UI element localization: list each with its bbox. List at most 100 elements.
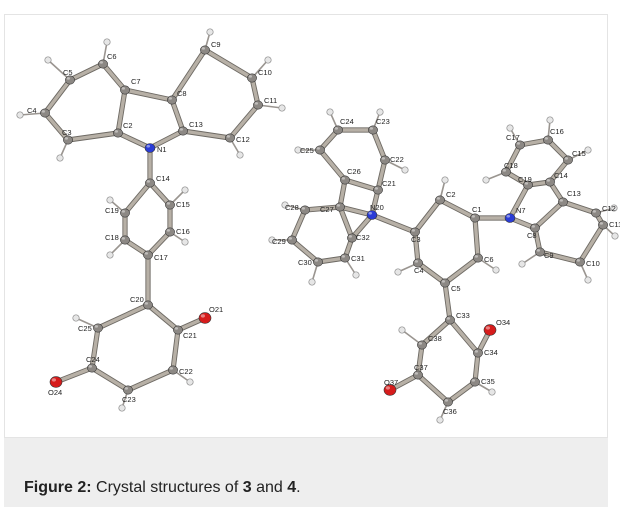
m4-hydrogen-atom (281, 201, 289, 209)
molecule-3: C5C6C7C4C3C2N1C8C9C10C11C12C13C14C15C16C… (16, 28, 286, 412)
m4-atom-label: C35 (481, 377, 495, 386)
m4-atom-label: C18 (504, 161, 518, 170)
m3-atom-c6 (98, 59, 108, 69)
m3-bond (250, 76, 260, 107)
m4-bond (416, 373, 450, 404)
m3-atom-highlight (124, 387, 128, 390)
m3-bond (43, 111, 70, 142)
m4-atom-c24 (333, 125, 343, 135)
m3-atom-highlight (254, 102, 258, 105)
m4-atom-highlight (441, 280, 446, 283)
m3-atom-highlight (179, 128, 183, 131)
m3-h-bond (47, 59, 71, 81)
m3-atom-c4 (40, 108, 50, 118)
m3-atom-highlight (168, 97, 172, 100)
m4-atom-c29 (287, 235, 297, 245)
m4-atom-highlight (502, 169, 507, 172)
m3-bond (66, 131, 120, 142)
m3-hydrogen-atom (44, 56, 52, 64)
m3-atom-c10 (247, 73, 257, 83)
m3-atom-highlight (121, 237, 125, 240)
m3-hydrogen-atom (206, 28, 214, 36)
m3-atom-highlight (169, 367, 173, 370)
m4-bond (504, 143, 522, 174)
m3-bond (90, 326, 100, 370)
caption-text-3: . (296, 479, 301, 496)
m4-hydrogen-atom (584, 146, 592, 154)
m4-atom-c23 (368, 125, 378, 135)
m4-atom-label: C15 (572, 149, 586, 158)
m4-hydrogen-atom (308, 278, 316, 286)
m3-hydrogen-atom (106, 251, 114, 259)
m4-atom-highlight (288, 237, 293, 240)
m4-atom-c11 (598, 220, 608, 230)
m3-atom-c24 (87, 363, 97, 373)
m3-hydrogen-atom (186, 378, 194, 386)
m4-hydrogen-atom (294, 146, 302, 154)
m3-atom-highlight (64, 137, 68, 140)
m4-atom-c16 (543, 135, 553, 145)
m4-atom-highlight (546, 179, 550, 182)
m3-hydrogen-atom (278, 104, 286, 112)
m3-atom-highlight (166, 202, 170, 205)
m4-atom-highlight (336, 204, 341, 207)
m3-atom-label: C14 (156, 174, 170, 183)
m4-atom-c26 (340, 175, 350, 185)
crystal-structure-panel (4, 14, 608, 438)
m4-atom-label: C14 (554, 171, 568, 180)
m3-atom-label: C2 (123, 121, 133, 130)
m4-atom-highlight (334, 127, 339, 130)
m3-bond (101, 62, 127, 92)
m4-hydrogen-atom (492, 266, 500, 274)
m4-atom-highlight (524, 182, 528, 185)
m3-atom-highlight (201, 47, 205, 50)
m4-atom-c8 (530, 223, 540, 233)
m4-atom-c25 (315, 145, 325, 155)
m3-atom-label: C5 (63, 68, 73, 77)
m4-atom-c2 (435, 195, 445, 205)
m4-atom-highlight (414, 260, 419, 263)
m3-hydrogen-atom (56, 154, 64, 162)
m4-atom-c33 (445, 315, 455, 325)
m4-atom-c27 (335, 202, 345, 212)
m4-bond (533, 200, 565, 230)
m4-atom-c15 (563, 155, 573, 165)
m4-atom-highlight (471, 215, 476, 218)
m4-atom-label: C1 (472, 205, 482, 214)
m4-atom-c22 (380, 155, 390, 165)
m4-bond (578, 223, 605, 264)
m3-atom-c12 (225, 133, 235, 143)
m3-atom-n1 (144, 143, 156, 153)
m4-atom-highlight (559, 199, 563, 202)
m4-atom-c17 (515, 140, 525, 150)
m3-hydrogen-atom (264, 56, 272, 64)
m4-atom-label: C3 (411, 235, 421, 244)
m3-atom-c18 (120, 235, 130, 245)
m4-atom-highlight (436, 197, 441, 200)
m4-hydrogen-atom (546, 116, 554, 124)
m4-bond (413, 198, 442, 234)
m4-atom-c13 (558, 197, 568, 207)
m4-bond (473, 216, 480, 260)
m3-hydrogen-atom (181, 186, 189, 194)
m4-atom-highlight (341, 177, 346, 180)
m4-hydrogen-atom (436, 416, 444, 424)
m3-atom-label: C15 (176, 200, 190, 209)
m3-bond (203, 48, 254, 80)
m4-bond (350, 213, 374, 240)
m3-atom-label: C10 (258, 68, 272, 77)
m4-hydrogen-atom (398, 326, 406, 334)
m3-atom-label: C20 (130, 295, 144, 304)
m3-atom-highlight (144, 302, 148, 305)
m3-atom-highlight (121, 210, 125, 213)
m3-bond (123, 181, 152, 215)
m4-bond (448, 318, 480, 355)
m4-atom-label: C17 (506, 133, 520, 142)
m3-atom-highlight (174, 327, 178, 330)
m3-atom-c23 (123, 385, 133, 395)
m4-hydrogen-atom (611, 232, 619, 240)
m4-bond (338, 205, 374, 217)
m4-atom-c4 (413, 258, 423, 268)
